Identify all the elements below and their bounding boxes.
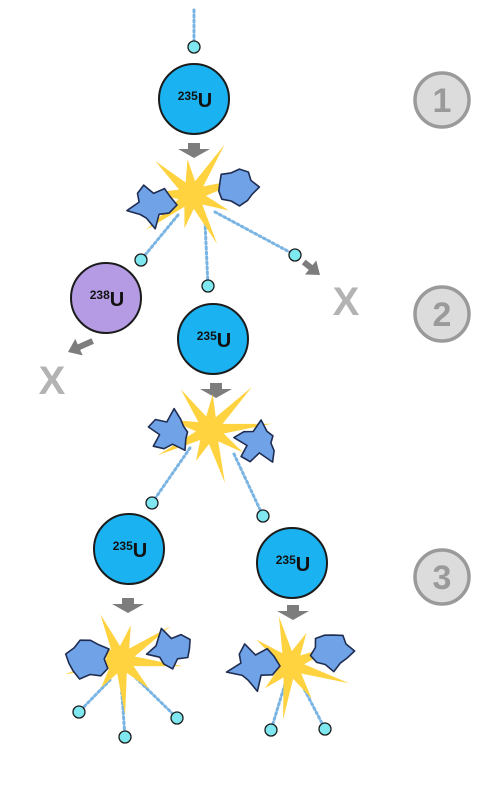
lost-neutron-x-icon: X [39,359,66,403]
element-symbol: U [296,554,310,576]
uranium-238-icon [70,262,142,334]
nucleus-label: 238U [90,288,124,311]
fission-fragment-icon [225,643,281,693]
neutron-icon [170,711,184,725]
step-number: 3 [433,559,452,597]
element-symbol: U [133,540,147,562]
neutron-icon [288,248,302,262]
down-arrow-icon [277,605,309,620]
lost-neutron-x-icon: X [333,280,360,324]
down-arrow-icon [112,598,144,613]
fission-flash-icon [145,144,252,244]
step-markers: 1 2 3 [413,71,471,606]
step-marker-2: 2 [413,285,471,343]
neutron-trail [203,220,210,288]
fission-fragment-icon [126,184,178,230]
fission-fragment-icon [218,168,261,207]
nucleus-label: 235U [197,329,231,352]
mass-number: 235 [178,89,198,103]
uranium-235-icon [93,513,165,585]
neutron-icon [264,723,278,737]
uranium-238-nucleus: 238U [70,262,142,334]
neutron-trail [150,446,192,505]
neutron-trail [232,452,265,518]
down-arrow-icon [200,383,232,398]
step-marker-1: 1 [413,71,471,129]
uranium-235-nucleus: 235U [158,63,230,135]
fission-fragment-icon [147,407,189,452]
uranium-235-nucleus: 235U [93,513,165,585]
deflect-arrow-icon [301,259,320,275]
uranium-235-icon [256,527,328,599]
deflect-arrow-icon [68,338,94,356]
neutron-icon [318,722,332,736]
element-symbol: U [198,90,212,112]
neutron-icon [201,279,215,293]
element-symbol: U [110,289,124,311]
neutrons [72,40,332,744]
uranium-235-icon [158,63,230,135]
neutron-icon [134,253,148,267]
nucleus-label: 235U [276,553,310,576]
fission-fragment-icon [145,627,191,670]
step-number: 2 [433,296,452,334]
fission-fragment-icon [233,419,275,463]
step-circle-icon [413,71,471,129]
neutron-icon [145,496,159,510]
step-marker-3: 3 [413,548,471,606]
step-number: 1 [433,82,452,120]
fission-events [64,144,356,720]
fission-fragment-icon [309,634,356,673]
fission-flash-icon [64,614,183,715]
neutron-trail [213,210,297,257]
neutron-icon [72,705,86,719]
fission-fragment-icon [64,639,110,680]
down-arrow-icon [178,143,210,158]
uranium-235-nucleus: 235U [177,303,249,375]
mass-number: 238 [90,288,110,302]
step-circle-icon [413,285,471,343]
mass-number: 235 [276,553,296,567]
neutron-trail [269,682,287,732]
uranium-235-icon [177,303,249,375]
nucleus-label: 235U [178,89,212,112]
nucleus-label: 235U [113,539,147,562]
neutron-trail [134,676,179,720]
neutron-trail [139,213,180,262]
step-circle-icon [413,548,471,606]
fission-flash-icon [157,387,272,483]
neutron-icon [118,730,132,744]
neutron-icon [187,40,201,54]
element-symbol: U [217,330,231,352]
uranium-235-nucleus: 235U [256,527,328,599]
fission-flash-icon [232,616,350,720]
arrows [68,143,320,620]
neutron-icon [256,509,270,523]
mass-number: 235 [113,539,133,553]
lost-neutron-marks: XX [39,280,360,403]
neutron-trail [77,678,112,714]
mass-number: 235 [197,329,217,343]
